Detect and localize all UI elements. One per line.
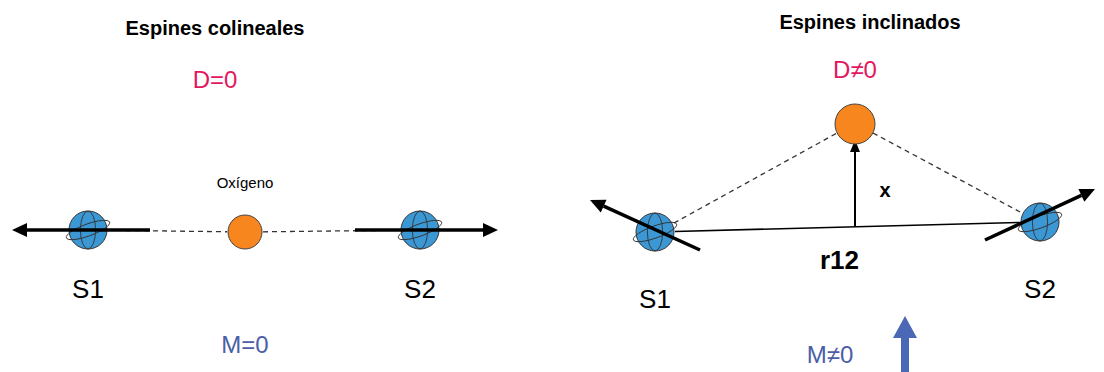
magnetization-label: M=0 xyxy=(221,331,268,359)
oxygen-sphere xyxy=(228,215,262,249)
spin-sphere xyxy=(636,213,674,251)
dashed-bond xyxy=(674,133,837,223)
dm-coefficient: D=0 xyxy=(193,66,238,94)
atom-shape xyxy=(635,212,675,252)
atom-shape xyxy=(227,214,263,250)
displacement-arrow xyxy=(854,150,856,226)
distance-label: r12 xyxy=(820,246,859,276)
dm-coefficient: D≠0 xyxy=(833,56,877,84)
panel-heading: Espines colineales xyxy=(126,17,305,40)
panel-heading: Espines inclinados xyxy=(779,11,960,34)
dashed-bond xyxy=(873,133,1022,213)
distance-line xyxy=(675,223,1020,232)
spin-arrowhead xyxy=(12,223,27,237)
spin-arrow xyxy=(985,195,1081,240)
spin-arrowhead xyxy=(1078,189,1095,202)
spin-atom: S2 xyxy=(1020,202,1060,242)
magnetization-arrow xyxy=(893,316,917,372)
spin-atom: S1 xyxy=(635,212,675,252)
spin-arrow xyxy=(604,206,700,250)
spin-arrow xyxy=(355,228,483,232)
atom-shape xyxy=(68,210,108,250)
spin-label: S2 xyxy=(404,275,436,305)
oxygen-atom xyxy=(835,104,875,144)
atom-label: Oxígeno xyxy=(217,174,274,191)
spin-label: S2 xyxy=(1024,275,1056,305)
oxygen-atom: Oxígeno xyxy=(227,214,263,250)
spin-arrowhead xyxy=(483,223,498,237)
spin-arrow xyxy=(27,228,150,232)
atom-shape xyxy=(1020,202,1060,242)
sphere-meridian xyxy=(1032,203,1047,241)
spin-atom: S1 xyxy=(68,210,108,250)
displacement-label: x xyxy=(879,179,890,202)
magnetization-label: M≠0 xyxy=(807,341,854,369)
atom-shape xyxy=(400,210,440,250)
connector-path xyxy=(675,223,1020,232)
spin-arrowhead xyxy=(590,200,607,213)
spin-label: S1 xyxy=(639,285,671,315)
spin-label: S1 xyxy=(72,275,104,305)
spin-atom: S2 xyxy=(400,210,440,250)
